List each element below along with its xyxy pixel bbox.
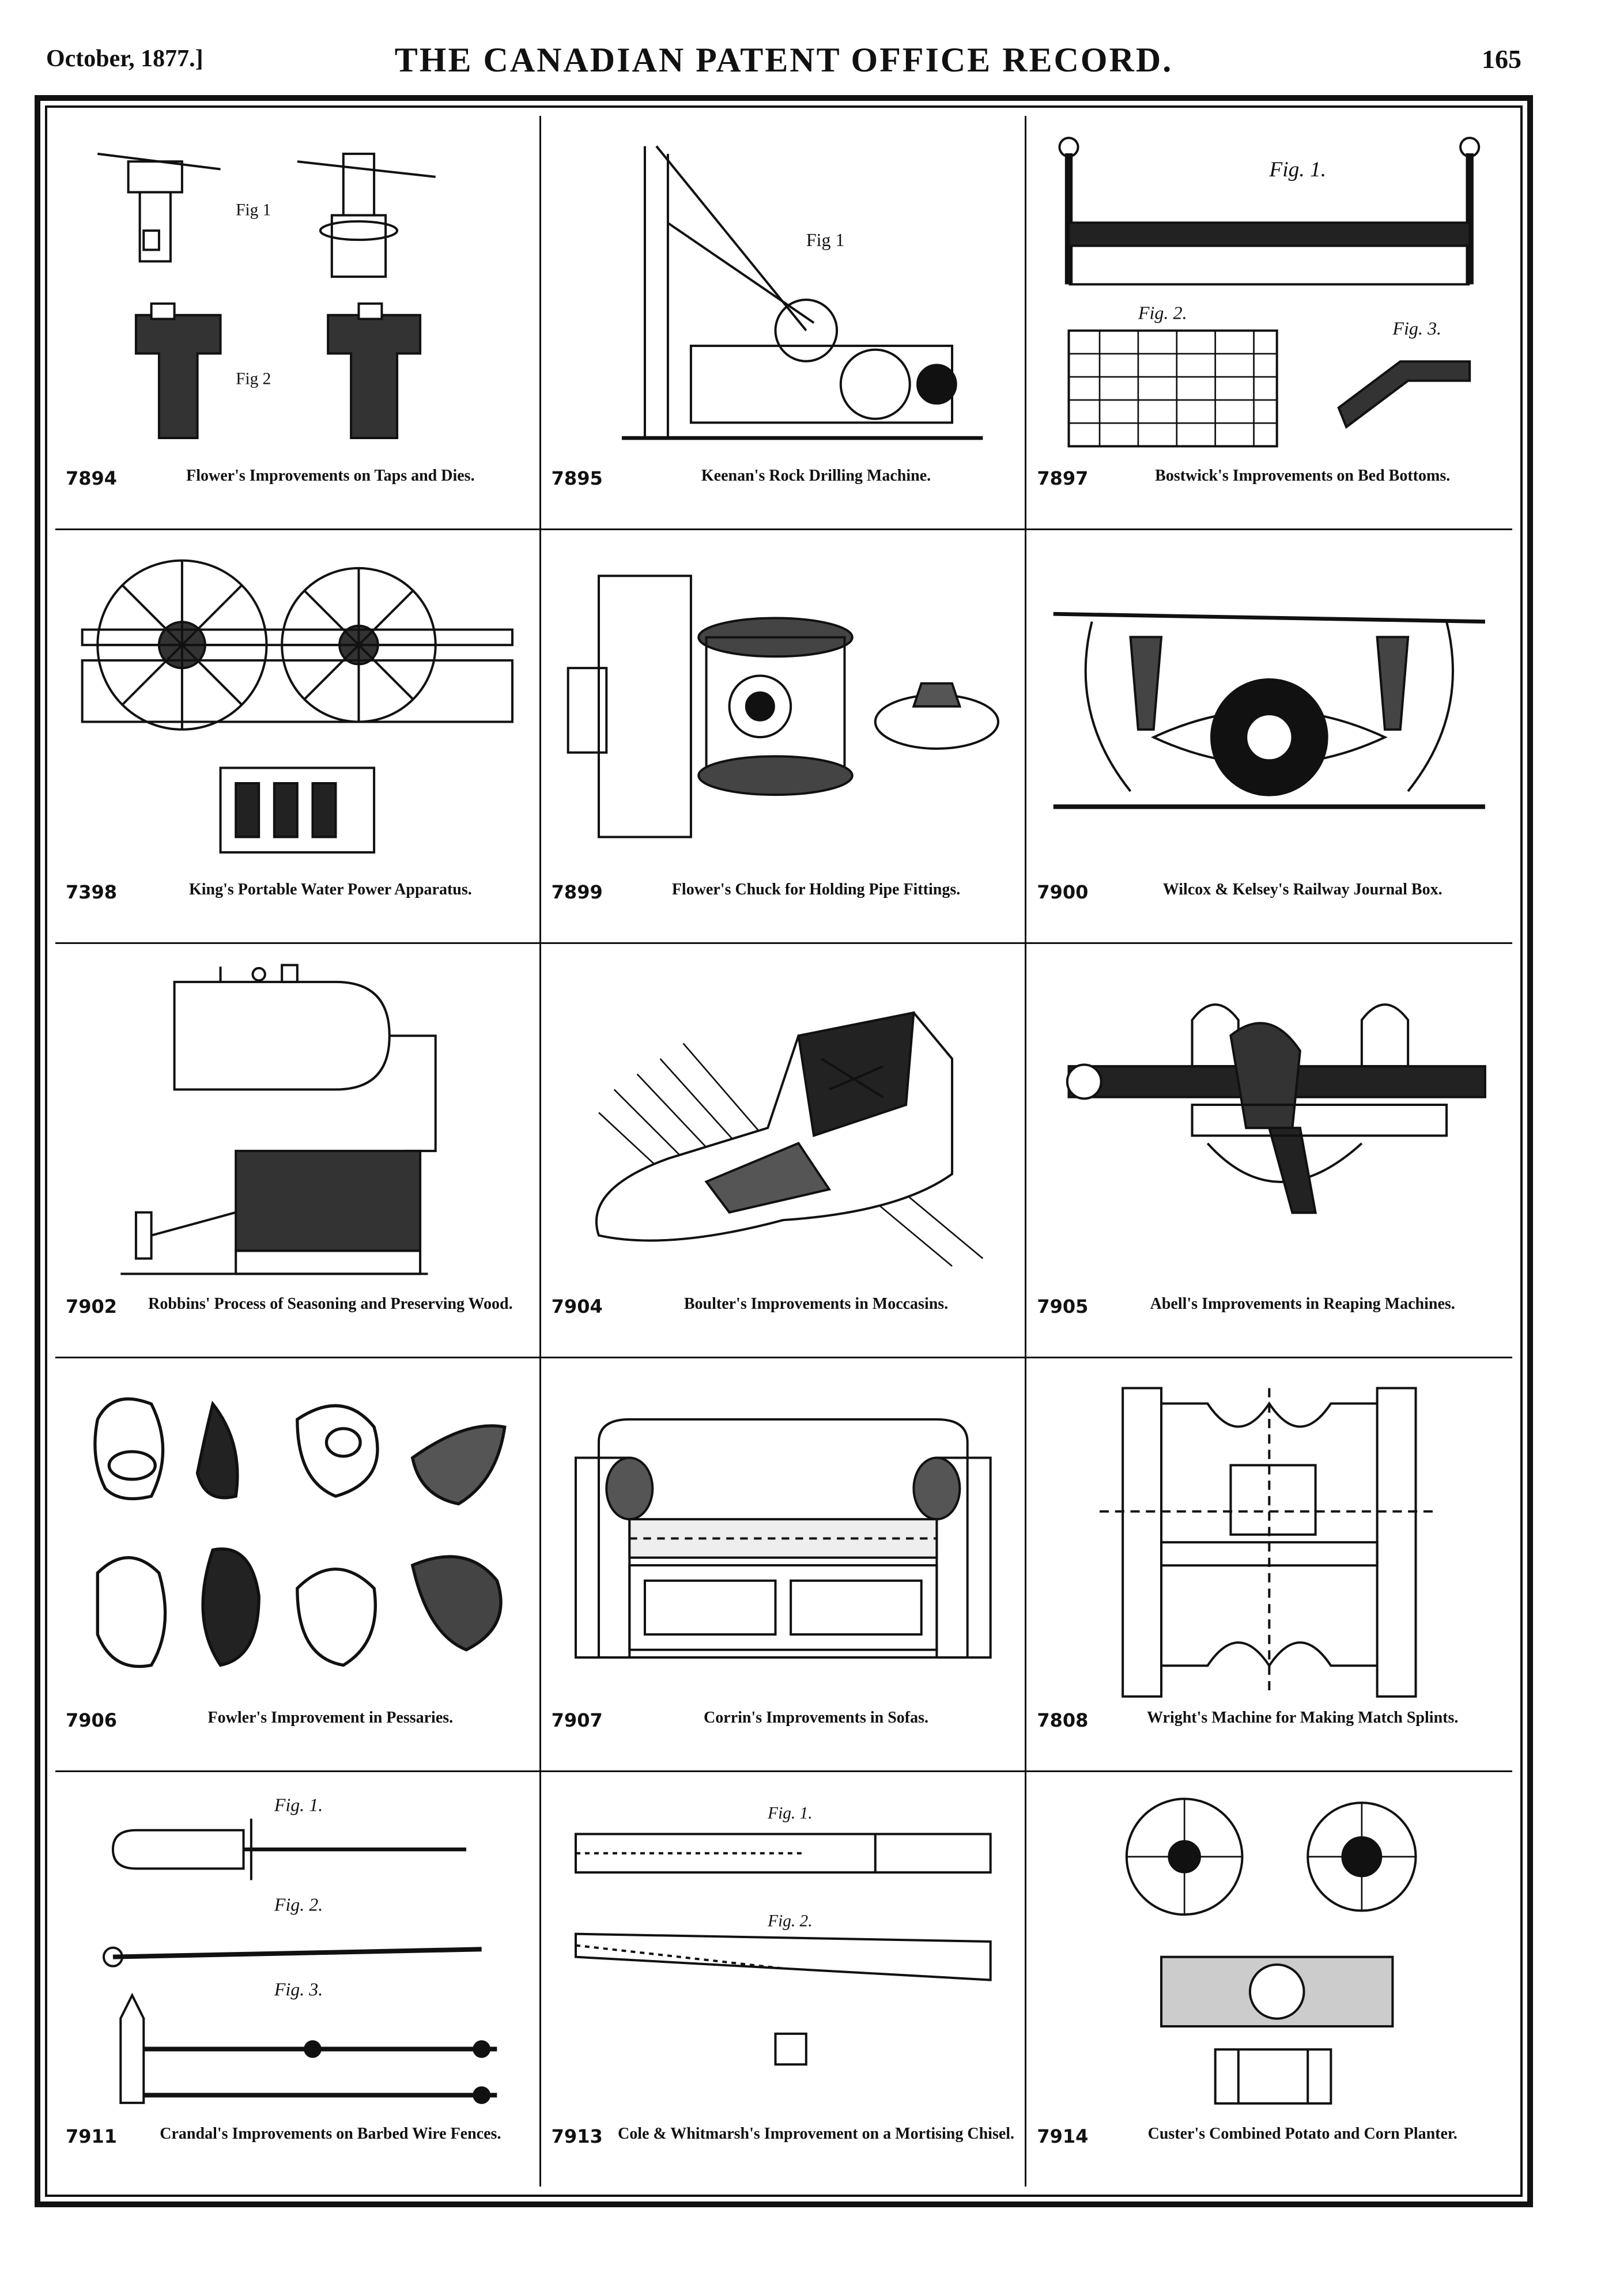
bed-bottom-drawing: Fig. 1. Fig. 2. Fig. 3. (1038, 124, 1501, 460)
patent-cell: 7900 Wilcox & Kelsey's Railway Journal B… (1026, 530, 1512, 945)
patent-number: 7914 (1037, 2125, 1089, 2147)
patent-cell: 7914 Custer's Combined Potato and Corn P… (1026, 1772, 1512, 2187)
barbed-wire-drawing: Fig. 1. Fig. 2. Fig. 3. (67, 1780, 528, 2118)
patent-caption: 7911 Crandal's Improvements on Barbed Wi… (66, 2122, 529, 2178)
patent-number: 7895 (551, 467, 603, 489)
patent-caption: 7899 Flower's Chuck for Holding Pipe Fit… (552, 878, 1015, 934)
svg-text:Fig. 1.: Fig. 1. (1269, 158, 1327, 182)
patent-number: 7900 (1037, 881, 1089, 904)
patent-caption: 7808 Wright's Machine for Making Match S… (1037, 1706, 1502, 1762)
patent-caption: 7897 Bostwick's Improvements on Bed Bott… (1037, 464, 1502, 520)
patent-number: 7913 (551, 2125, 603, 2147)
patent-caption: 7914 Custer's Combined Potato and Corn P… (1037, 2122, 1502, 2178)
patent-caption: 7398 King's Portable Water Power Apparat… (66, 878, 529, 934)
patent-caption: 7894 Flower's Improvements on Taps and D… (66, 464, 529, 520)
patent-number: 7899 (551, 881, 603, 904)
patent-title: Flower's Chuck for Holding Pipe Fittings… (671, 881, 961, 899)
patent-title: Keenan's Rock Drilling Machine. (701, 466, 931, 485)
patent-cell: Fig. 1. Fig. 2. Fig. 3. 7897 Bostwick's … (1026, 116, 1512, 530)
patent-title: Wilcox & Kelsey's Railway Journal Box. (1162, 881, 1443, 899)
patent-cell: Fig 1 Fig 2 7894 Flower's Improvements o… (55, 116, 541, 530)
pessaries-drawing (67, 1366, 528, 1703)
pipe-chuck-drawing (553, 538, 1014, 875)
taps-dies-drawing: Fig 1 Fig 2 (67, 124, 528, 460)
svg-text:Fig 1: Fig 1 (806, 230, 844, 250)
svg-text:Fig 2: Fig 2 (236, 370, 271, 388)
patent-caption: 7902 Robbins' Process of Seasoning and P… (66, 1292, 529, 1349)
patent-caption: 7904 Boulter's Improvements in Moccasins… (552, 1292, 1015, 1349)
mortising-chisel-drawing: Fig. 1. Fig. 2. (553, 1780, 1014, 2118)
patent-title: Flower's Improvements on Taps and Dies. (186, 466, 475, 485)
patent-cell: 7905 Abell's Improvements in Reaping Mac… (1026, 944, 1512, 1358)
patent-number: 7897 (1037, 467, 1089, 489)
page-number: 165 (1482, 44, 1521, 74)
patent-number: 7398 (66, 881, 118, 904)
issue-date: October, 1877.] (46, 46, 203, 72)
patent-number: 7911 (66, 2125, 118, 2147)
patent-title: Bostwick's Improvements on Bed Bottoms. (1155, 466, 1451, 485)
patent-cell: 7906 Fowler's Improvement in Pessaries. (55, 1358, 541, 1773)
page-frame: Fig 1 Fig 2 7894 Flower's Improvements o… (35, 95, 1533, 2207)
patent-number: 7808 (1037, 1709, 1089, 1732)
patent-title: Custer's Combined Potato and Corn Plante… (1147, 2124, 1457, 2143)
patent-cell: Fig 1 7895 Keenan's Rock Drilling Machin… (541, 116, 1027, 530)
svg-text:Fig. 1.: Fig. 1. (274, 1795, 323, 1815)
patent-title: Wright's Machine for Making Match Splint… (1147, 1709, 1459, 1727)
patent-cell: 7398 King's Portable Water Power Apparat… (55, 530, 541, 945)
planter-drawing (1038, 1780, 1501, 2118)
patent-number: 7907 (551, 1709, 603, 1732)
wood-seasoning-drawing (67, 952, 528, 1289)
patent-cell: 7899 Flower's Chuck for Holding Pipe Fit… (541, 530, 1027, 945)
patent-title: Fowler's Improvement in Pessaries. (207, 1709, 454, 1727)
water-power-drawing (67, 538, 528, 875)
patent-number: 7904 (551, 1295, 603, 1317)
patent-cell: 7907 Corrin's Improvements in Sofas. (541, 1358, 1027, 1773)
moccasin-drawing (553, 952, 1014, 1289)
patent-caption: 7905 Abell's Improvements in Reaping Mac… (1037, 1292, 1502, 1349)
patent-caption: 7895 Keenan's Rock Drilling Machine. (552, 464, 1015, 520)
svg-text:Fig. 3.: Fig. 3. (1392, 318, 1442, 338)
patent-cell: 7808 Wright's Machine for Making Match S… (1026, 1358, 1512, 1773)
journal-box-drawing (1038, 538, 1501, 875)
patent-grid: Fig 1 Fig 2 7894 Flower's Improvements o… (55, 116, 1512, 2187)
patent-title: Boulter's Improvements in Moccasins. (684, 1294, 949, 1313)
patent-caption: 7906 Fowler's Improvement in Pessaries. (66, 1706, 529, 1762)
rock-drill-drawing: Fig 1 (553, 124, 1014, 460)
patent-caption: 7913 Cole & Whitmarsh's Improvement on a… (552, 2122, 1015, 2178)
patent-title: Crandal's Improvements on Barbed Wire Fe… (160, 2124, 501, 2143)
page-header: October, 1877.] THE CANADIAN PATENT OFFI… (46, 40, 1521, 86)
publication-title: THE CANADIAN PATENT OFFICE RECORD. (394, 41, 1173, 79)
sofa-drawing (553, 1366, 1014, 1703)
patent-cell: Fig. 1. Fig. 2. Fig. 3. 7911 Crandal's I… (55, 1772, 541, 2187)
patent-title: Robbins' Process of Seasoning and Preser… (148, 1294, 513, 1313)
patent-title: King's Portable Water Power Apparatus. (188, 881, 472, 899)
reaper-drawing (1038, 952, 1501, 1289)
svg-text:Fig. 3.: Fig. 3. (274, 1980, 323, 2000)
svg-text:Fig. 1.: Fig. 1. (767, 1804, 812, 1823)
patent-title: Cole & Whitmarsh's Improvement on a Mort… (617, 2124, 1015, 2143)
patent-title: Abell's Improvements in Reaping Machines… (1150, 1294, 1455, 1313)
patent-cell: 7902 Robbins' Process of Seasoning and P… (55, 944, 541, 1358)
patent-number: 7902 (66, 1295, 118, 1317)
patent-title: Corrin's Improvements in Sofas. (704, 1709, 928, 1727)
patent-cell: Fig. 1. Fig. 2. 7913 Cole & Whitmarsh's … (541, 1772, 1027, 2187)
patent-caption: 7907 Corrin's Improvements in Sofas. (552, 1706, 1015, 1762)
patent-number: 7905 (1037, 1295, 1089, 1317)
patent-caption: 7900 Wilcox & Kelsey's Railway Journal B… (1037, 878, 1502, 934)
patent-number: 7906 (66, 1709, 118, 1732)
svg-text:Fig. 2.: Fig. 2. (767, 1912, 812, 1931)
svg-text:Fig 1: Fig 1 (236, 201, 271, 220)
svg-text:Fig. 2.: Fig. 2. (274, 1895, 323, 1915)
svg-text:Fig. 2.: Fig. 2. (1138, 303, 1187, 323)
match-splint-drawing (1038, 1366, 1501, 1703)
patent-cell: 7904 Boulter's Improvements in Moccasins… (541, 944, 1027, 1358)
patent-number: 7894 (66, 467, 118, 489)
